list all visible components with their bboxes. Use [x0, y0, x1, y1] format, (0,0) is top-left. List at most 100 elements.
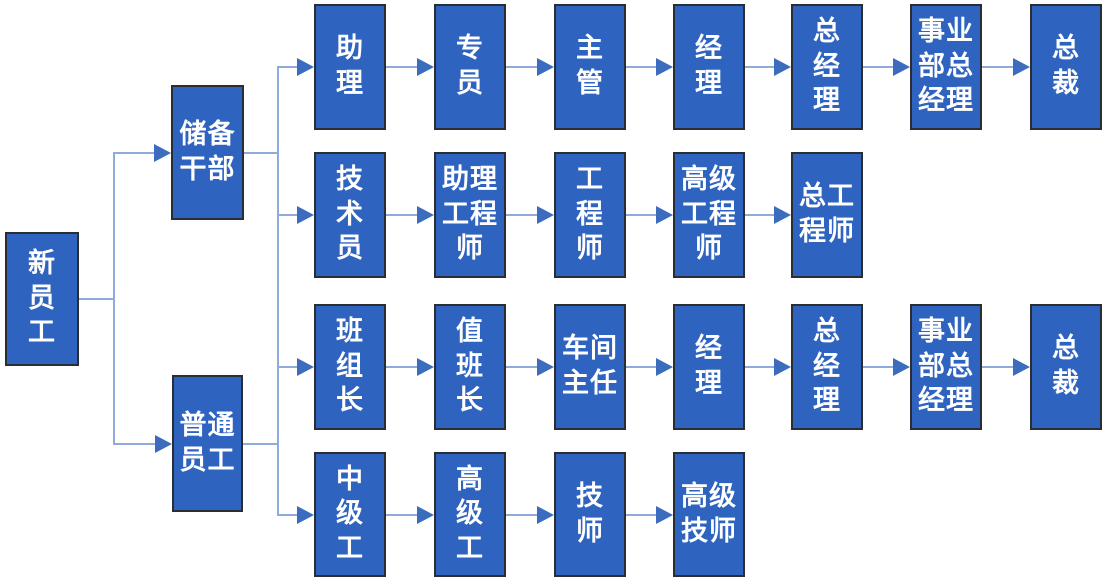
connector-reserve-cadre-to-assistant-target-hline	[278, 66, 299, 68]
node-label-intermediate-worker: 中 级 工	[336, 463, 364, 564]
node-label-workshop-director: 车间 主任	[562, 333, 618, 399]
connector-trunk-vline	[277, 66, 279, 516]
node-workshop-director: 车间 主任	[554, 304, 626, 430]
connector-intermediate-worker-to-senior-worker-arrowhead-icon	[417, 505, 434, 524]
connector-supervisor-to-manager-1-hline	[626, 66, 658, 68]
node-label-senior-engineer: 高级 工程 师	[681, 164, 737, 265]
connector-manager-2-to-general-manager-2-arrowhead-icon	[774, 358, 791, 376]
connector-division-gm-1-to-president-1-hline	[982, 66, 1015, 68]
connector-general-manager-2-to-division-gm-2-arrowhead-icon	[893, 358, 910, 376]
connector-ordinary-employee-to-intermediate-worker-target-hline	[278, 513, 299, 516]
connector-assistant-to-specialist-arrowhead-icon	[417, 58, 434, 76]
connector-new-employee-to-reserve-cadre-arrowhead-icon	[154, 143, 171, 162]
connector-general-manager-1-to-division-gm-1-hline	[863, 66, 895, 68]
node-division-gm-2: 事业 部总 经理	[910, 304, 982, 430]
connector-reserve-cadre-to-technician-source-hline	[244, 151, 279, 154]
connector-new-employee-to-reserve-cadre-target-hline	[114, 151, 156, 154]
node-supervisor: 主 管	[554, 4, 626, 130]
node-label-division-gm-1: 事业 部总 经理	[918, 16, 974, 117]
node-label-assistant: 助 理	[336, 33, 364, 99]
connector-division-gm-1-to-president-1-arrowhead-icon	[1013, 58, 1030, 76]
connector-intermediate-worker-to-senior-worker-hline	[386, 513, 419, 516]
connector-general-manager-2-to-division-gm-2-hline	[863, 366, 895, 368]
node-general-manager-1: 总 经 理	[791, 4, 863, 130]
connector-ordinary-employee-to-team-leader-target-hline	[278, 366, 299, 368]
node-senior-worker: 高 级 工	[434, 452, 506, 577]
node-general-manager-2: 总 经 理	[791, 304, 863, 430]
node-label-general-manager-2: 总 经 理	[813, 316, 841, 417]
connector-specialist-to-supervisor-arrowhead-icon	[537, 58, 554, 76]
node-reserve-cadre: 储备 干部	[171, 85, 244, 220]
node-assistant: 助 理	[314, 4, 386, 130]
node-ordinary-employee: 普通 员工	[172, 375, 243, 512]
node-label-supervisor: 主 管	[576, 33, 604, 99]
node-label-ordinary-employee: 普通 员工	[179, 409, 236, 476]
node-label-president-1: 总 裁	[1052, 33, 1080, 99]
node-label-senior-worker: 高 级 工	[456, 463, 484, 564]
connector-assistant-to-specialist-hline	[386, 66, 419, 68]
node-new-employee: 新 员 工	[5, 232, 79, 366]
node-label-team-leader: 班 组 长	[336, 316, 364, 417]
connector-workshop-director-to-manager-2-hline	[626, 366, 658, 368]
connector-engineer-to-senior-engineer-hline	[626, 214, 658, 216]
node-president-1: 总 裁	[1030, 4, 1102, 130]
node-division-gm-1: 事业 部总 经理	[910, 4, 982, 130]
connector-technician-to-assistant-engineer-hline	[386, 214, 419, 216]
connector-manager-1-to-general-manager-1-hline	[745, 66, 776, 68]
connector-division-gm-2-to-president-2-hline	[982, 366, 1015, 368]
connector-supervisor-to-manager-1-arrowhead-icon	[656, 58, 673, 76]
connector-assistant-engineer-to-engineer-arrowhead-icon	[537, 206, 554, 224]
node-president-2: 总 裁	[1030, 304, 1102, 430]
connector-ordinary-employee-to-team-leader-arrowhead-icon	[297, 358, 314, 376]
connector-technician-master-to-senior-technician-arrowhead-icon	[656, 505, 673, 524]
connector-team-leader-to-shift-leader-arrowhead-icon	[417, 358, 434, 376]
node-label-new-employee: 新 员 工	[28, 248, 56, 349]
node-label-technician: 技 术 员	[336, 164, 364, 265]
connector-manager-2-to-general-manager-2-hline	[745, 366, 776, 368]
connector-senior-engineer-to-chief-engineer-arrowhead-icon	[774, 206, 791, 224]
connector-new-employee-to-ordinary-employee-source-hline	[79, 298, 115, 300]
connector-technician-master-to-senior-technician-hline	[626, 513, 658, 516]
connector-reserve-cadre-to-technician-target-hline	[278, 214, 299, 216]
node-label-reserve-cadre: 储备 干部	[179, 118, 236, 185]
connector-senior-worker-to-technician-master-arrowhead-icon	[537, 505, 554, 524]
connector-assistant-engineer-to-engineer-hline	[506, 214, 539, 216]
node-chief-engineer: 总工 程师	[791, 152, 863, 278]
connector-technician-to-assistant-engineer-arrowhead-icon	[417, 206, 434, 224]
connector-workshop-director-to-manager-2-arrowhead-icon	[656, 358, 673, 376]
node-manager-2: 经 理	[673, 304, 745, 430]
connector-manager-1-to-general-manager-1-arrowhead-icon	[774, 58, 791, 76]
node-label-general-manager-1: 总 经 理	[813, 16, 841, 117]
connector-shift-leader-to-workshop-director-hline	[506, 366, 539, 368]
node-technician-master: 技 师	[554, 452, 626, 577]
connector-general-manager-1-to-division-gm-1-arrowhead-icon	[893, 58, 910, 76]
node-label-technician-master: 技 师	[576, 480, 604, 547]
node-label-chief-engineer: 总工 程师	[799, 181, 855, 247]
node-assistant-engineer: 助理 工程 师	[434, 152, 506, 278]
node-senior-technician: 高级 技师	[673, 452, 745, 577]
connector-ordinary-employee-to-intermediate-worker-source-hline	[243, 442, 279, 445]
node-label-manager-2: 经 理	[695, 333, 723, 399]
node-technician: 技 术 员	[314, 152, 386, 278]
connector-team-leader-to-shift-leader-hline	[386, 366, 419, 368]
node-intermediate-worker: 中 级 工	[314, 452, 386, 577]
node-engineer: 工 程 师	[554, 152, 626, 278]
node-senior-engineer: 高级 工程 师	[673, 152, 745, 278]
node-specialist: 专 员	[434, 4, 506, 130]
node-label-shift-leader: 值 班 长	[456, 316, 484, 417]
node-label-engineer: 工 程 师	[576, 164, 604, 265]
connector-reserve-cadre-to-assistant-arrowhead-icon	[297, 58, 314, 76]
connector-division-gm-2-to-president-2-arrowhead-icon	[1013, 358, 1030, 376]
connector-engineer-to-senior-engineer-arrowhead-icon	[656, 206, 673, 224]
node-label-assistant-engineer: 助理 工程 师	[442, 164, 498, 265]
connector-new-employee-to-ordinary-employee-arrowhead-icon	[155, 434, 172, 453]
node-manager-1: 经 理	[673, 4, 745, 130]
node-label-manager-1: 经 理	[695, 33, 723, 99]
connector-ordinary-employee-to-intermediate-worker-arrowhead-icon	[297, 505, 314, 524]
node-label-president-2: 总 裁	[1052, 333, 1080, 399]
connector-senior-worker-to-technician-master-hline	[506, 513, 539, 516]
connector-specialist-to-supervisor-hline	[506, 66, 539, 68]
node-team-leader: 班 组 长	[314, 304, 386, 430]
node-label-division-gm-2: 事业 部总 经理	[918, 316, 974, 417]
